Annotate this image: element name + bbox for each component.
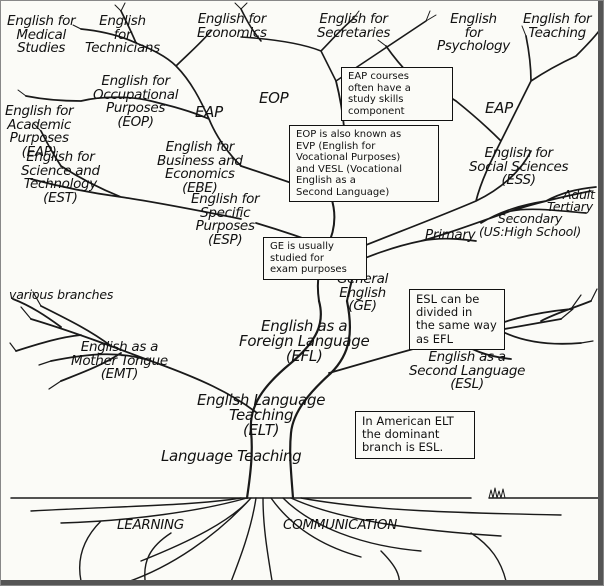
note-ge-exam: GE is usually studied for exam purposes [263,237,367,280]
branch-eop [240,8,427,82]
label-english-academic-purposes: English for Academic Purposes (EAP) [5,103,74,160]
label-english-second-language: English as a Second Language (ESL) [409,349,526,392]
branch-emt [12,298,258,414]
label-english-technicians: English for Technicians [85,13,160,56]
label-english-secretaries: English for Secretaries [317,11,391,41]
label-language-teaching: Language Teaching [161,447,302,465]
various-branches-twigs [9,288,598,390]
label-english-psychology: English for Psychology [437,11,510,54]
label-english-occupational-purposes: English for Occupational Purposes (EOP) [93,73,179,130]
label-tertiary: Tertiary [547,199,593,214]
label-english-language-teaching: English Language Teaching (ELT) [197,391,326,439]
main-trunk [245,299,352,500]
label-learning: LEARNING [117,517,184,533]
label-english-social-sciences: English for Social Sciences (ESS) [469,145,569,188]
label-primary: Primary [425,227,476,243]
note-eop-evp: EOP is also known as EVP (English for Vo… [289,125,439,202]
label-eop: EOP [259,89,289,107]
label-english-mother-tongue: English as a Mother Tongue (EMT) [71,339,168,382]
label-english-business-economics: English for Business and Economics (EBE) [157,139,243,196]
label-english-medical-studies: English for Medical Studies [7,13,76,56]
label-english-teaching: English for Teaching [523,11,592,41]
branch-eap-left [25,10,242,167]
branch-est [30,165,242,220]
label-various-branches: various branches [9,287,114,302]
label-adult: Adult [563,187,595,202]
label-english-economics: English for Economics [197,11,267,41]
label-english-specific-purposes: English for Specific Purposes (ESP) [191,191,260,248]
label-eap-left: EAP [195,103,223,121]
label-english-science-technology: English for Science and Technology (EST) [21,149,100,206]
label-english-foreign-language: English as a Foreign Language (EFL) [239,317,370,365]
label-communication: COMMUNICATION [283,517,398,533]
label-secondary: Secondary (US:High School) [479,211,582,239]
root-system [30,497,562,585]
note-eap-study-skills: EAP courses often have a study skills co… [341,67,453,121]
top-twigs [17,2,603,132]
branch-school-levels [352,186,597,264]
label-eap-right: EAP [485,99,513,117]
note-american-elt: In American ELT the dominant branch is E… [355,411,475,459]
grass-tuft [488,487,506,499]
note-esl-efl: ESL can be divided in the same way as EF… [409,289,505,350]
